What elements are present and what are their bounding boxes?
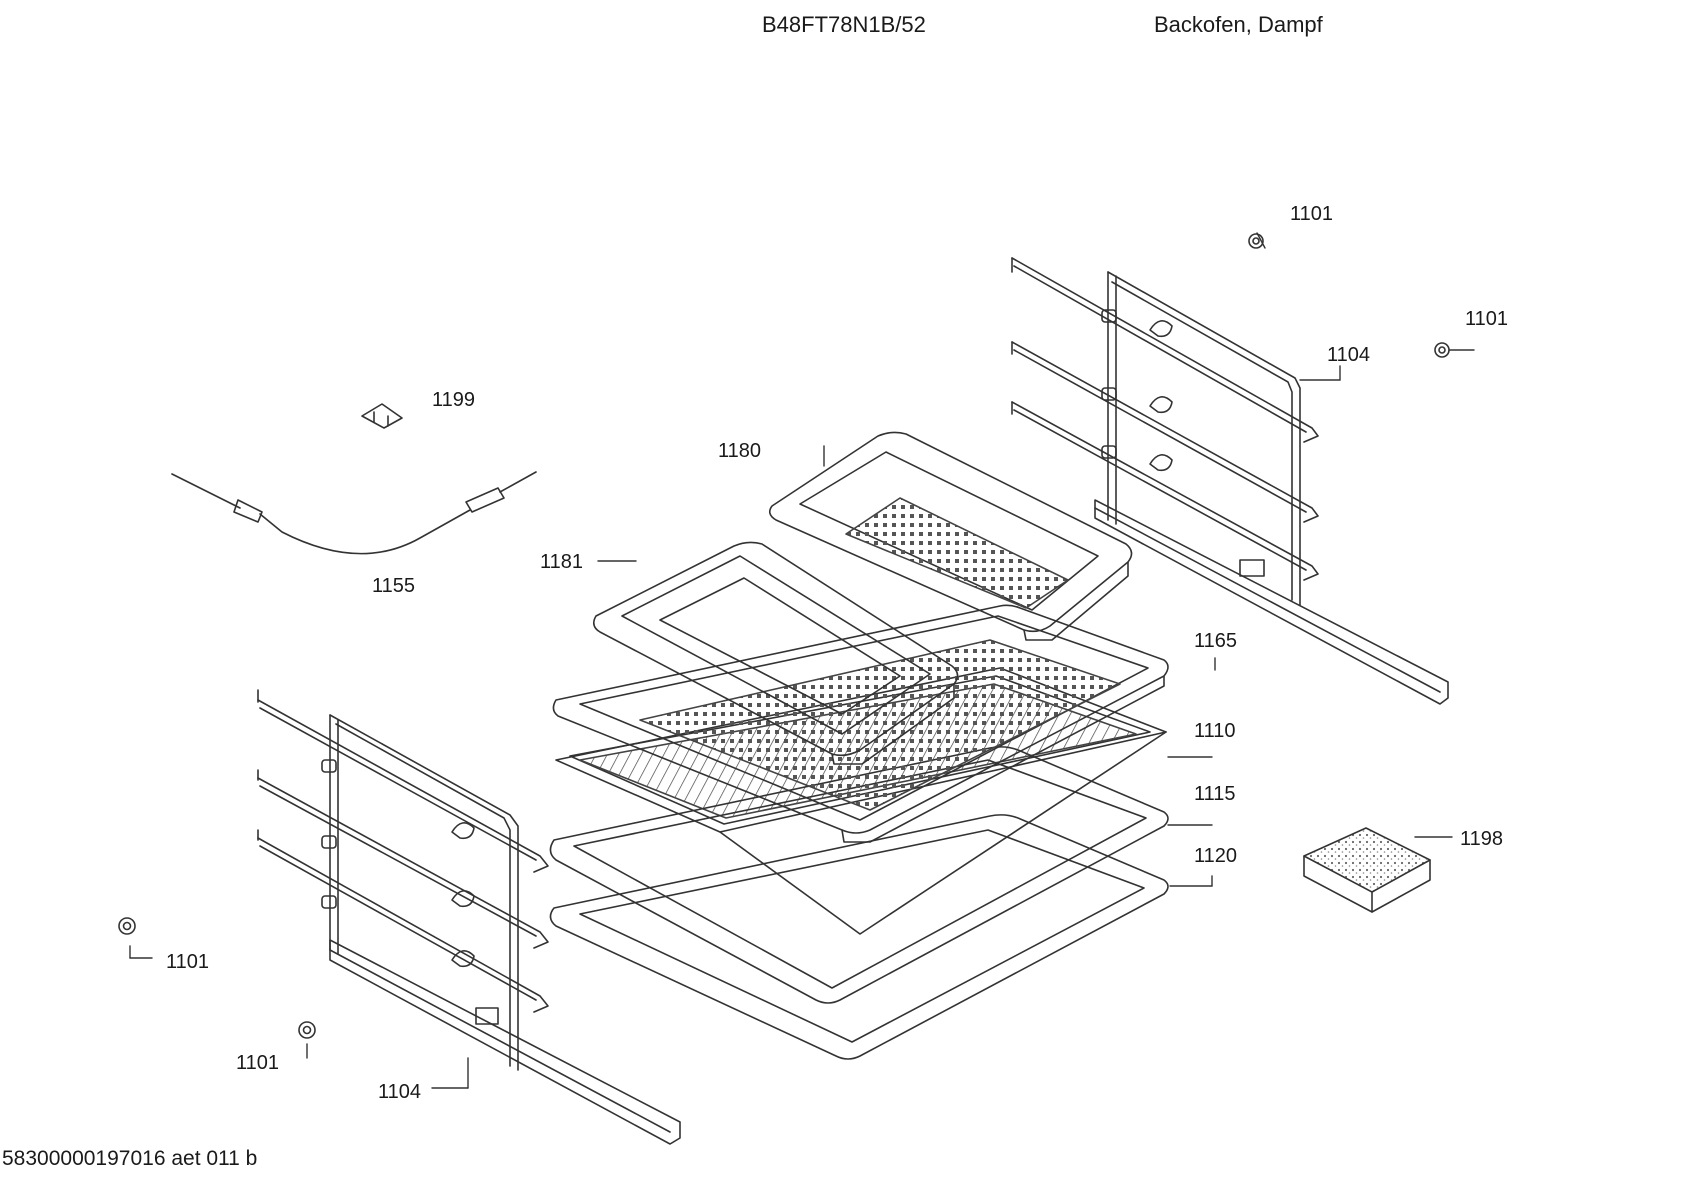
shelf-support-left [257, 689, 681, 1145]
callout-1180: 1180 [718, 440, 762, 462]
callout-1120: 1120 [1194, 845, 1238, 867]
callout-1199: 1199 [432, 389, 476, 411]
callout-1155: 1155 [372, 575, 416, 597]
sponge [1303, 827, 1431, 913]
temperature-probe [171, 471, 537, 555]
document-number: 58300000197016 aet 011 b [2, 1147, 258, 1170]
callout-1101-top: 1101 [1290, 203, 1334, 225]
steam-container-solid [592, 541, 959, 765]
perforated-tray [552, 604, 1169, 843]
steam-container-perforated [768, 431, 1133, 641]
callout-1101-bottom: 1101 [236, 1052, 280, 1074]
callout-1104-right: 1104 [1327, 344, 1371, 366]
shelf-support-right [1011, 257, 1449, 705]
diagram-description: Backofen, Dampf [1154, 12, 1323, 37]
callout-1101-left: 1101 [166, 951, 210, 973]
callout-1198: 1198 [1460, 828, 1504, 850]
callout-1181: 1181 [540, 551, 584, 573]
clip [361, 403, 403, 429]
callout-1110: 1110 [1194, 720, 1236, 742]
bolts [118, 233, 1450, 1039]
deep-tray [549, 814, 1169, 1060]
leader-lines [129, 232, 1475, 1089]
callout-1101-right: 1101 [1465, 308, 1509, 330]
callout-1165: 1165 [1194, 630, 1238, 652]
model-number: B48FT78N1B/52 [762, 12, 926, 37]
callout-1115: 1115 [1194, 783, 1236, 805]
callout-1104-left: 1104 [378, 1081, 422, 1103]
